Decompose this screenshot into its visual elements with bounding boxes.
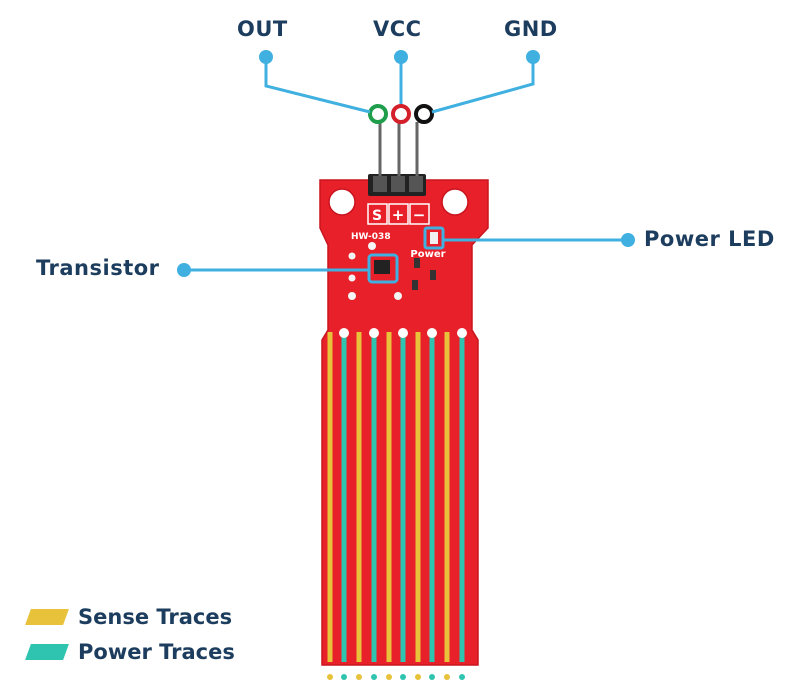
out-pin-circle [368, 104, 388, 124]
trace-end-dot [429, 674, 435, 680]
trace-pad [427, 328, 437, 338]
trace-end-dots [327, 674, 465, 680]
trace-pad [339, 328, 349, 338]
pin-header [368, 174, 426, 196]
gnd-pin-circle [414, 104, 434, 124]
power-trace [459, 332, 465, 662]
sensor-traces [327, 328, 467, 662]
transistor-component [374, 260, 390, 274]
sense-swatch [25, 609, 69, 625]
power-trace [400, 332, 406, 662]
board-power-text: Power [410, 249, 445, 260]
transistor-label: Transistor [36, 256, 160, 280]
legend-power: Power Traces [25, 640, 235, 664]
power-trace [429, 332, 435, 662]
trace-end-dot [356, 674, 362, 680]
legend-sense-label: Sense Traces [78, 605, 233, 629]
board-model-text: HW-038 [351, 232, 391, 242]
power-led-label: Power LED [644, 227, 775, 251]
power-led-highlight [423, 226, 445, 250]
power-swatch [25, 644, 69, 660]
vcc-label: VCC [373, 17, 422, 41]
sense-trace [415, 332, 421, 662]
trace-end-dot [415, 674, 421, 680]
legend-power-label: Power Traces [78, 640, 235, 664]
mounting-hole-right [441, 188, 469, 216]
power-trace [371, 332, 377, 662]
callout-lines [184, 57, 628, 272]
trace-end-dot [371, 674, 377, 680]
pin-markings: S + − [367, 203, 430, 225]
callout-dots [177, 50, 635, 277]
trace-pad [369, 328, 379, 338]
trace-end-dot [327, 674, 333, 680]
sense-trace [386, 332, 392, 662]
out-label: OUT [237, 17, 288, 41]
trace-end-dot [341, 674, 347, 680]
pin-s-label: S [372, 208, 382, 224]
trace-pad [457, 328, 467, 338]
power-led-component [430, 232, 438, 244]
trace-end-dot [459, 674, 465, 680]
mounting-hole-left [328, 188, 356, 216]
trace-end-dot [444, 674, 450, 680]
pin-plus-label: + [392, 206, 405, 224]
vcc-pin-circle [391, 104, 411, 124]
pin-minus-label: − [413, 206, 426, 224]
trace-pad [398, 328, 408, 338]
sense-trace [444, 332, 450, 662]
trace-end-dot [400, 674, 406, 680]
trace-end-dot [386, 674, 392, 680]
sense-trace [327, 332, 333, 662]
sense-trace [356, 332, 362, 662]
legend-sense: Sense Traces [25, 605, 233, 629]
power-trace [341, 332, 347, 662]
gnd-label: GND [504, 17, 558, 41]
board-components [348, 242, 436, 300]
